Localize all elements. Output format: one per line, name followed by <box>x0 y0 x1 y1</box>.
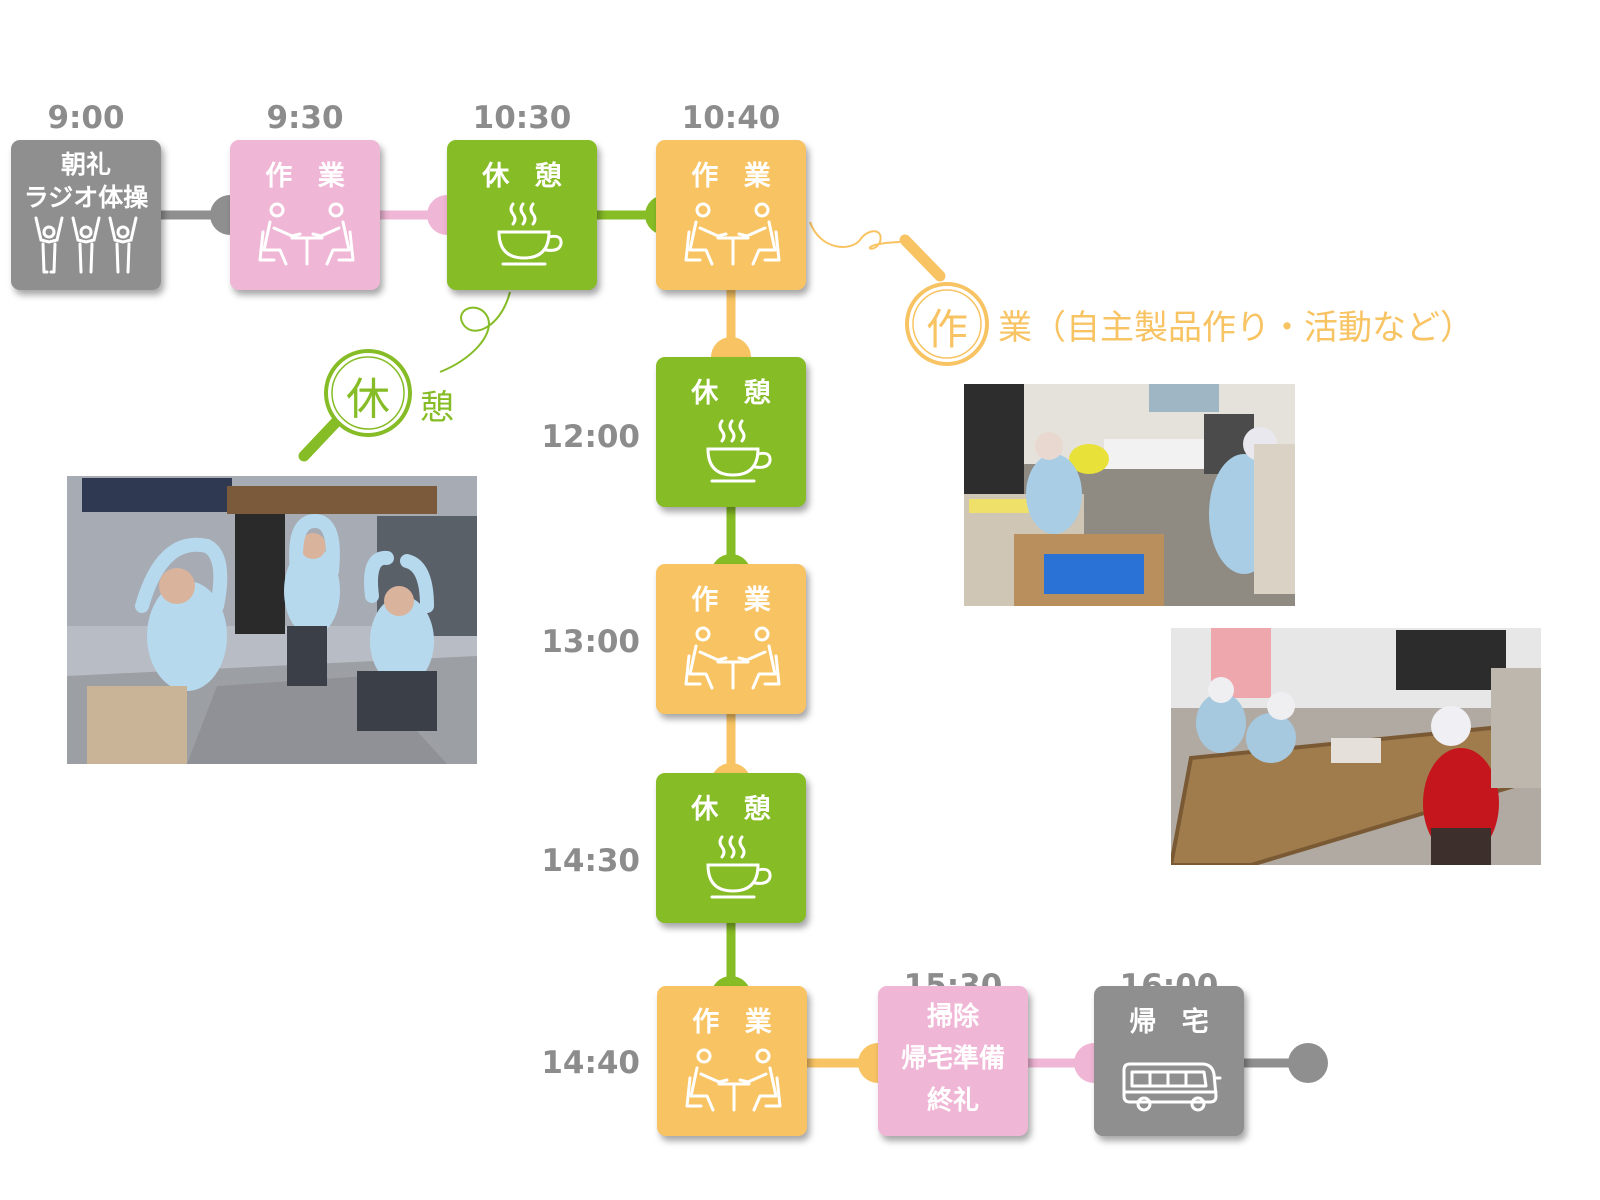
step-label: 帰 宅 <box>1129 1007 1217 1038</box>
time-label: 12:00 <box>541 419 640 455</box>
work-callout-magnifier <box>905 282 989 366</box>
rest-callout-text: 憩 <box>420 388 454 428</box>
group-stretching-photo <box>67 476 477 764</box>
time-label: 9:00 <box>47 100 125 136</box>
step-work: 作 業 <box>657 986 807 1136</box>
time-label: 14:40 <box>541 1045 640 1081</box>
step-work: 作 業 <box>230 140 380 290</box>
step-label: 朝礼 ラジオ体操 <box>23 150 149 212</box>
step-go-home: 帰 宅 <box>1094 986 1244 1136</box>
step-work: 作 業 <box>656 140 806 290</box>
step-break: 休 憩 <box>656 357 806 507</box>
step-label: 休 憩 <box>691 378 779 409</box>
work-table-icon <box>684 626 781 690</box>
time-label: 10:40 <box>681 100 781 136</box>
step-label: 作 業 <box>265 161 353 192</box>
step-label: 休 憩 <box>482 161 570 192</box>
workroom-photo-2 <box>1171 628 1541 865</box>
rest-callout-cord <box>439 291 511 373</box>
time-label: 9:30 <box>266 100 344 136</box>
coffee-cup-icon <box>706 835 772 899</box>
step-break: 休 憩 <box>656 773 806 923</box>
rest-callout-char: 休 <box>346 374 390 425</box>
exercise-people-icon <box>34 216 138 274</box>
work-magnifier-handle <box>899 234 946 282</box>
step-work: 作 業 <box>656 564 806 714</box>
work-callout-text: 業（自主製品作り・活動など） <box>998 308 1474 348</box>
step-label: 作 業 <box>691 585 779 616</box>
step-label: 作 業 <box>691 161 779 192</box>
step-label: 作 業 <box>692 1007 780 1038</box>
rest-magnifier-handle <box>298 414 344 462</box>
time-label: 10:30 <box>472 100 572 136</box>
coffee-cup-icon <box>497 202 563 266</box>
time-label: 13:00 <box>541 624 640 660</box>
work-table-icon <box>258 202 355 266</box>
workroom-photo-1 <box>964 384 1295 606</box>
work-table-icon <box>685 1048 782 1112</box>
step-label: 休 憩 <box>691 794 779 825</box>
coffee-cup-icon <box>706 419 772 483</box>
bus-icon <box>1122 1062 1222 1112</box>
step-break: 休 憩 <box>447 140 597 290</box>
time-label: 14:30 <box>541 843 640 879</box>
step-cleanup: 掃除 帰宅準備 終礼 <box>878 986 1028 1136</box>
rest-callout-magnifier <box>324 349 412 437</box>
work-callout-char: 作 <box>925 305 968 354</box>
step-label: 掃除 帰宅準備 終礼 <box>900 1002 1005 1116</box>
work-table-icon <box>684 202 781 266</box>
step-morning-assembly: 朝礼 ラジオ体操 <box>11 140 161 290</box>
work-callout-cord <box>809 221 901 250</box>
connector-dot <box>1288 1043 1328 1083</box>
